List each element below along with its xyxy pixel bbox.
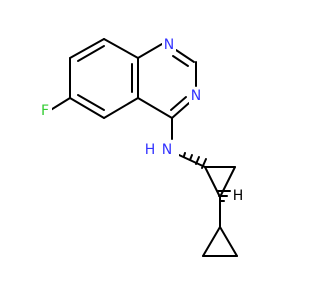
bond-c8a-n1 xyxy=(137,43,163,59)
stereo-hash-bond-nh xyxy=(183,152,207,169)
bond-nh-cyclopropyl xyxy=(178,154,206,168)
bond-cyclopropane-b xyxy=(204,166,221,198)
bond-terminal-ring-a xyxy=(202,226,221,257)
atom-label-f: F xyxy=(41,103,49,119)
atom-label-amine-h: H xyxy=(145,142,156,158)
atom-n3-bg xyxy=(189,88,203,104)
atom-n1-bg xyxy=(162,37,176,53)
atom-labels: N N F H N H xyxy=(38,37,243,204)
bond-n1-c2-inner xyxy=(172,55,189,67)
bond-c8-c7 xyxy=(69,38,105,59)
bond-n1-c2 xyxy=(175,49,195,63)
bond-c6-f xyxy=(48,97,71,112)
atom-label-amine-n: N xyxy=(162,142,172,158)
bond-c6-c5-inner xyxy=(77,94,105,111)
atom-f-bg xyxy=(38,103,52,119)
hash-stroke xyxy=(183,152,186,157)
molecule-structure: N N F H N H xyxy=(38,37,244,257)
bond-n3-c4 xyxy=(171,102,190,119)
atom-label-n1: N xyxy=(164,37,174,53)
atom-label-n3: N xyxy=(191,88,201,104)
bond-c4-c4a xyxy=(137,97,173,119)
hash-stroke xyxy=(195,156,200,165)
stereo-hash-bond-h xyxy=(217,190,231,202)
bond-terminal-ring-b xyxy=(219,226,238,257)
atom-stereo-h-bg xyxy=(231,188,243,204)
hash-stroke xyxy=(189,154,193,161)
bond-c7-c7-inner xyxy=(77,45,105,62)
hash-stroke xyxy=(201,158,207,169)
atom-amine-bg xyxy=(139,141,179,159)
atom-label-stereo-h: H xyxy=(233,188,244,204)
bond-c5-c4a xyxy=(103,97,139,119)
bond-c6-c5 xyxy=(69,97,105,119)
bond-c8a-c8 xyxy=(103,38,139,59)
bond-n3-c4-inner xyxy=(170,96,187,111)
